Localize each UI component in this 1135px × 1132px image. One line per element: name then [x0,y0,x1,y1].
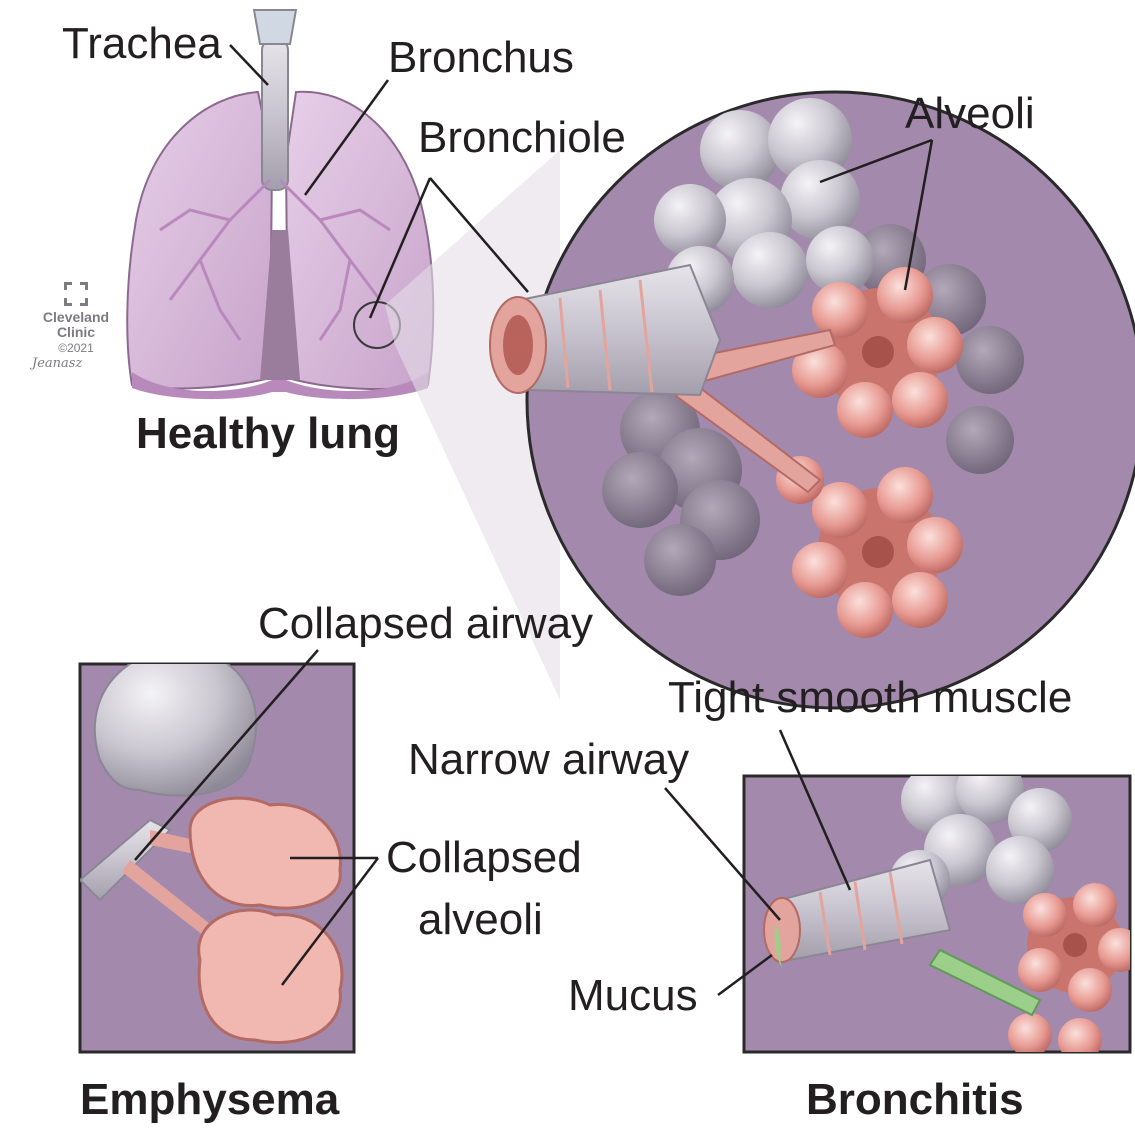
label-bronchiole: Bronchiole [418,116,626,160]
heading-bronchitis: Bronchitis [806,1078,1024,1122]
logo-copyright: ©2021 [28,340,124,356]
label-mucus: Mucus [568,974,698,1018]
logo-brand-line1: Cleveland [28,310,124,325]
left-lung [127,92,272,389]
heading-healthy-lung: Healthy lung [136,412,400,456]
label-alveoli: Alveoli [905,92,1035,136]
label-narrow-airway: Narrow airway [408,738,689,782]
artist-signature: Jeanasz [28,356,124,371]
trachea-tube [262,40,288,190]
emphysema-panel [80,650,354,1052]
label-bronchus: Bronchus [388,36,574,80]
label-collapsed-airway: Collapsed airway [258,602,593,646]
heading-emphysema: Emphysema [80,1078,339,1122]
cleveland-clinic-cross-icon [64,282,88,306]
larynx [254,10,296,44]
label-collapsed-alveoli-line2: alveoli [418,898,543,942]
bronchitis-panel [744,756,1135,1062]
label-tight-smooth-muscle: Tight smooth muscle [668,676,1072,720]
label-trachea: Trachea [62,22,222,66]
label-collapsed-alveoli-line1: Collapsed [386,836,582,880]
cleveland-clinic-logo: Cleveland Clinic ©2021 Jeanasz [28,282,124,371]
logo-brand-line2: Clinic [28,325,124,340]
